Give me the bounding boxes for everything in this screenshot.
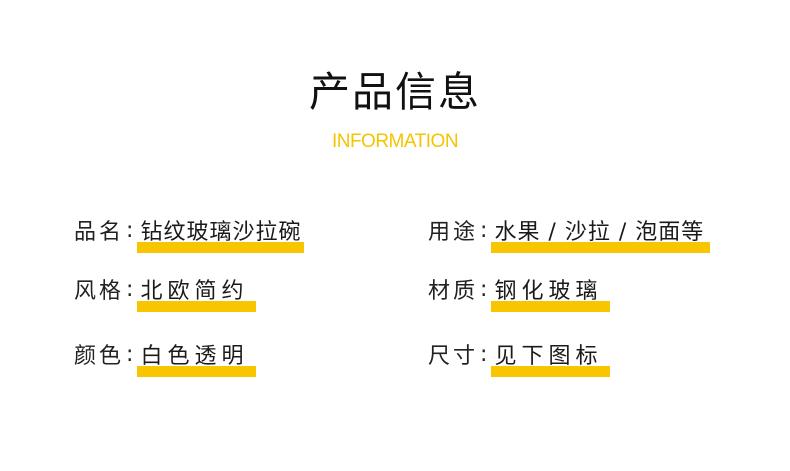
spec-separator: :: [126, 341, 134, 367]
highlight-bar: [137, 301, 257, 312]
highlight-bar: [491, 242, 711, 253]
spec-value-highlight: 北欧简约: [137, 273, 257, 312]
spec-row-usage: 用途 : 水果 / 沙拉 / 泡面等: [428, 213, 711, 253]
spec-label-name: 品名: [74, 220, 125, 245]
spec-separator: :: [126, 276, 134, 302]
spec-row-style: 风格 : 北欧简约: [74, 272, 257, 312]
spec-separator: :: [480, 276, 488, 302]
spec-value-highlight: 钻纹玻璃沙拉碗: [137, 214, 305, 253]
spec-value-usage: 水果 / 沙拉 / 泡面等: [494, 220, 705, 245]
spec-value-material: 钢化玻璃: [494, 279, 603, 304]
spec-value-style: 北欧简约: [140, 279, 249, 304]
spec-separator: :: [126, 217, 134, 243]
spec-row-color: 颜色 : 白色透明: [74, 337, 257, 377]
spec-value-highlight: 水果 / 沙拉 / 泡面等: [491, 214, 711, 253]
highlight-bar: [491, 301, 611, 312]
highlight-bar: [137, 242, 305, 253]
spec-label-size: 尺寸: [428, 344, 479, 369]
spec-value-name: 钻纹玻璃沙拉碗: [140, 220, 302, 245]
highlight-bar: [137, 366, 257, 377]
section-title: 产品信息: [309, 68, 481, 116]
spec-value-highlight: 见下图标: [491, 338, 611, 377]
spec-value-highlight: 白色透明: [137, 338, 257, 377]
spec-label-material: 材质: [428, 279, 479, 304]
spec-separator: :: [480, 341, 488, 367]
spec-label-color: 颜色: [74, 344, 125, 369]
spec-value-size: 见下图标: [494, 344, 603, 369]
spec-row-size: 尺寸 : 见下图标: [428, 337, 611, 377]
spec-row-name: 品名 : 钻纹玻璃沙拉碗: [74, 213, 305, 253]
spec-value-highlight: 钢化玻璃: [491, 273, 611, 312]
spec-separator: :: [480, 217, 488, 243]
highlight-bar: [491, 366, 611, 377]
section-subtitle: INFORMATION: [331, 131, 459, 152]
spec-label-usage: 用途: [428, 220, 479, 245]
spec-value-color: 白色透明: [140, 344, 249, 369]
spec-row-material: 材质 : 钢化玻璃: [428, 272, 611, 312]
spec-label-style: 风格: [74, 279, 125, 304]
